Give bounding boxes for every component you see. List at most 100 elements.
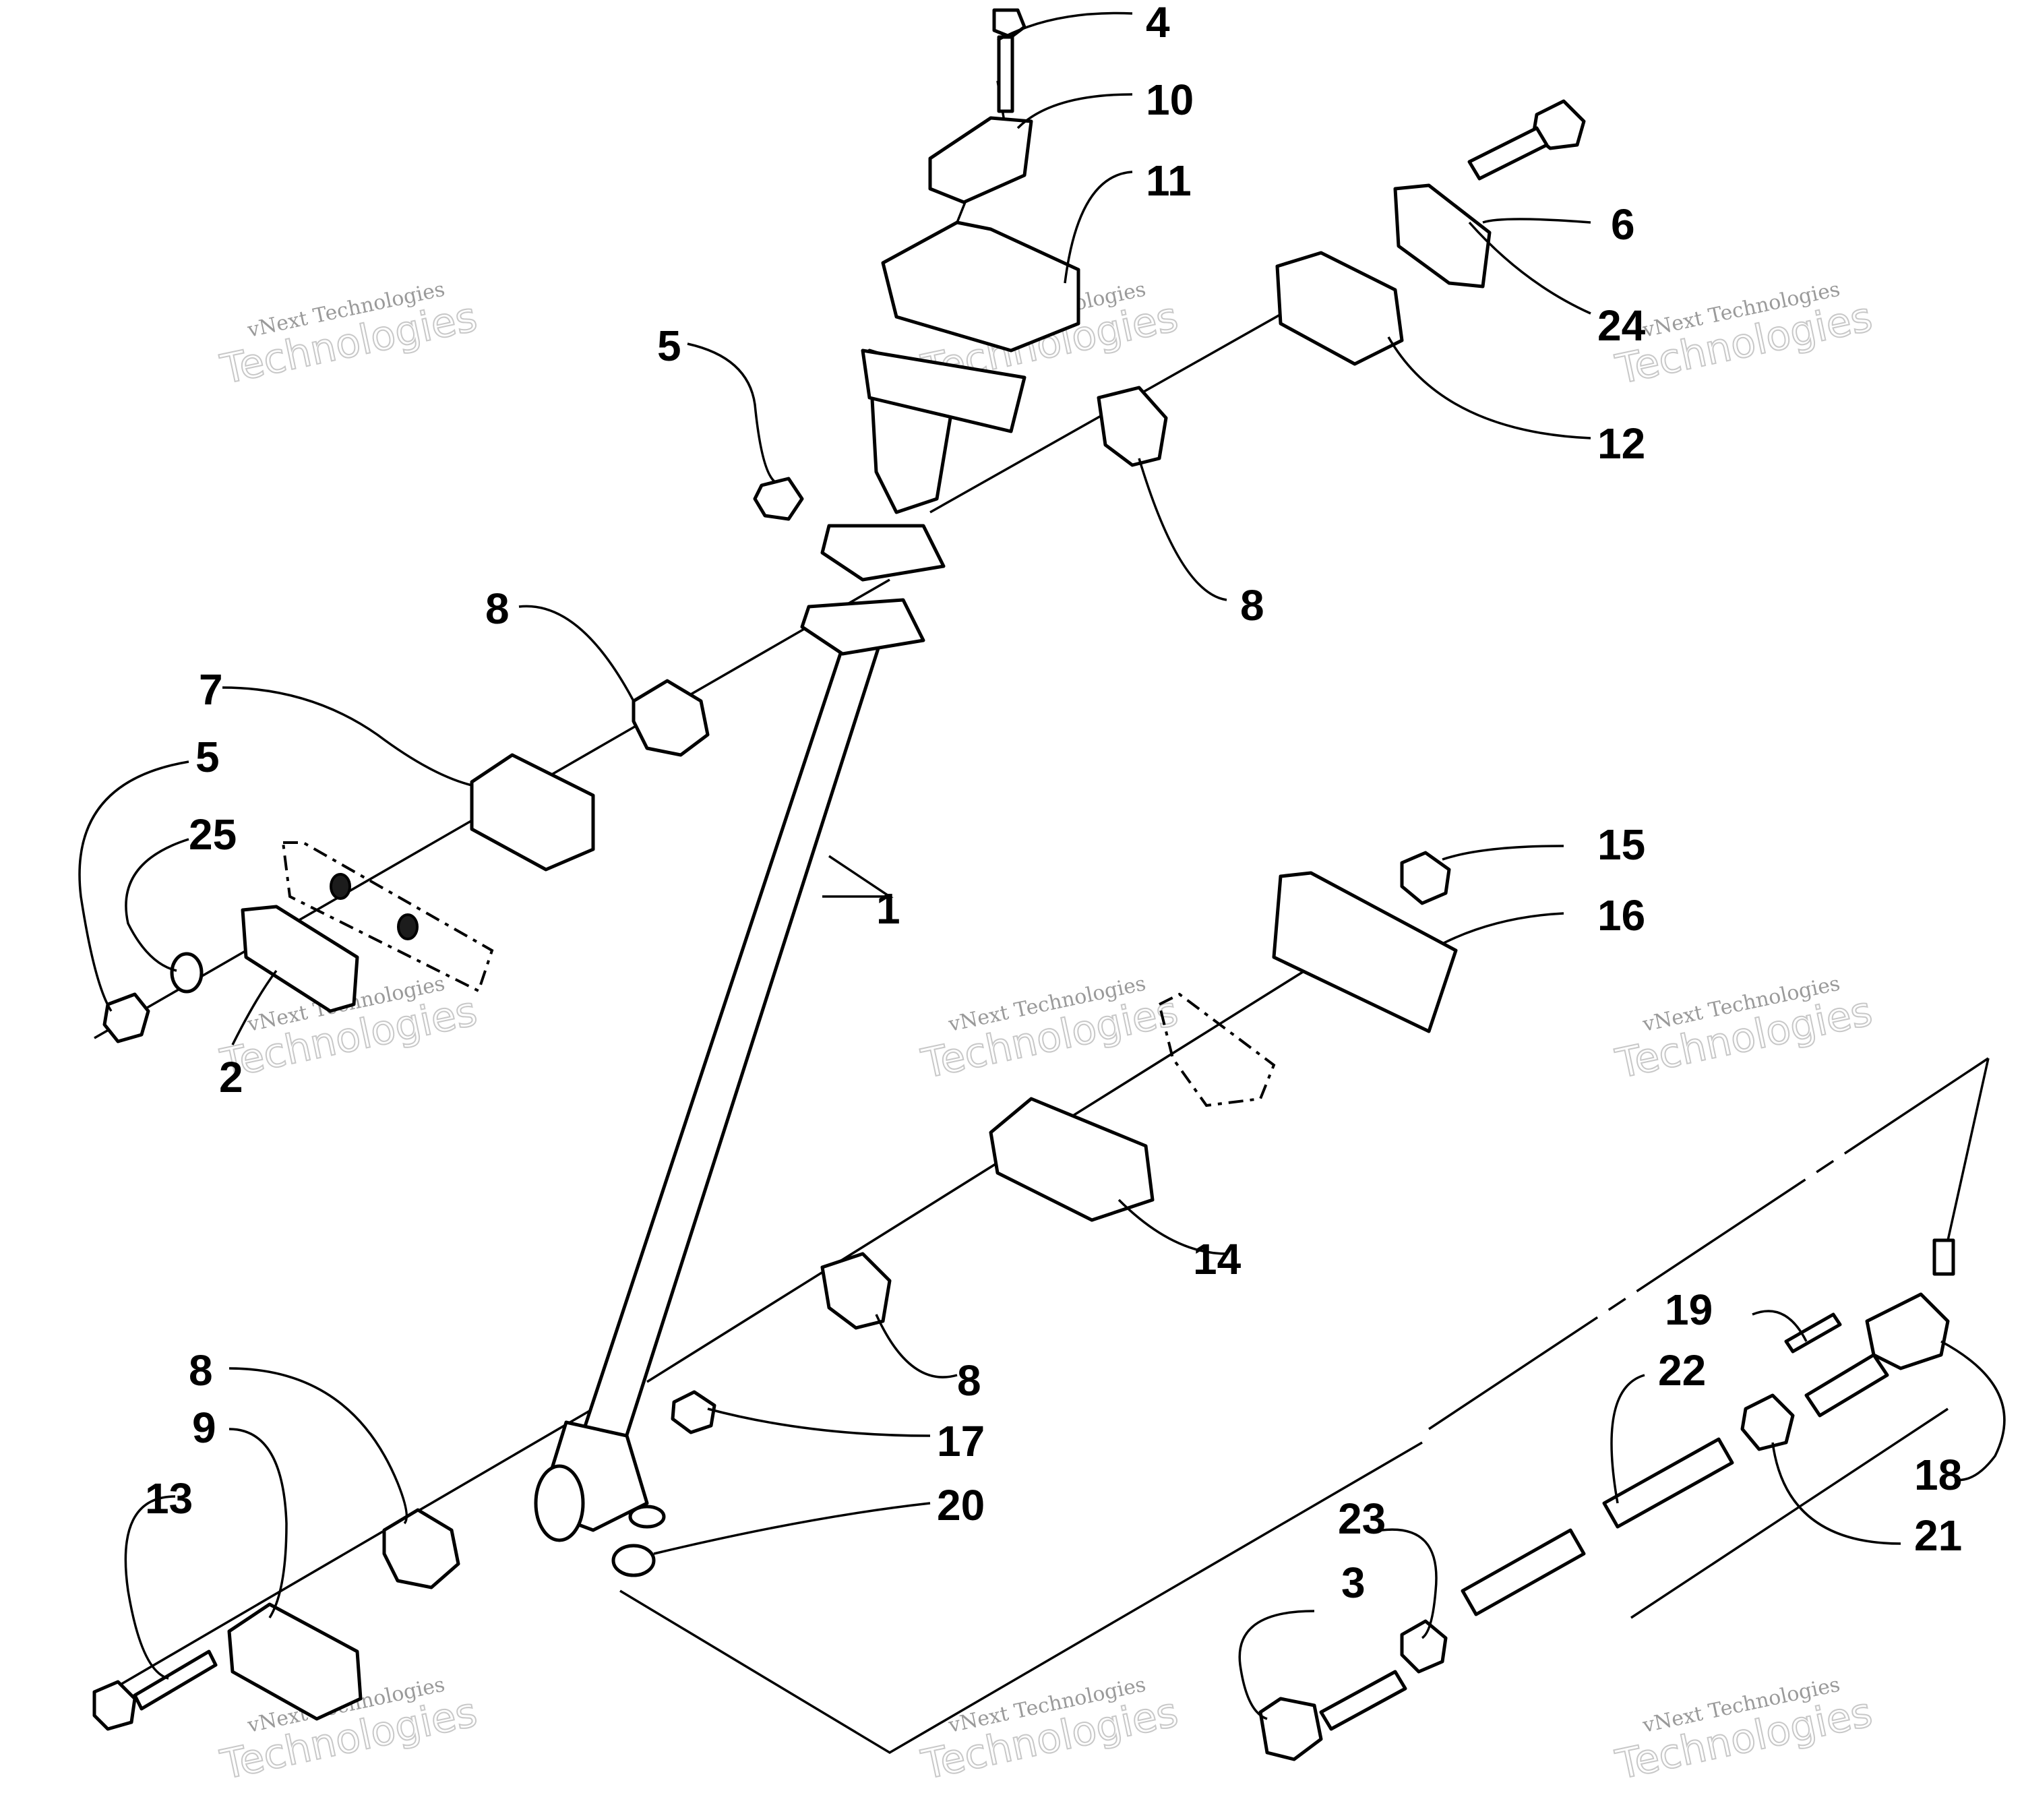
part-5-nut-left — [102, 992, 150, 1043]
bushing-8-upper-right-shape — [1097, 386, 1168, 467]
leader-5-left — [78, 760, 189, 1012]
callout-7: 7 — [199, 665, 223, 714]
part-17-nut — [671, 1390, 716, 1434]
callout-2: 2 — [219, 1053, 243, 1101]
clamp-14-shape — [989, 1097, 1155, 1222]
steering-post-lower-pivot — [534, 1464, 585, 1542]
callout-5-upper: 5 — [657, 322, 681, 370]
callout-18: 18 — [1914, 1451, 1962, 1499]
leader-8-upper-left — [518, 605, 635, 702]
callout-10: 10 — [1146, 75, 1194, 124]
lower-left-axis — [107, 1407, 594, 1693]
nut-5-left-shape — [102, 992, 150, 1043]
tie-rod-parts-axis — [1630, 1407, 1949, 1619]
part-23-jam-nut — [1400, 1619, 1448, 1674]
callout-12: 12 — [1597, 419, 1645, 468]
tie-rod-frame-line — [619, 1441, 1423, 1755]
watermark-bottom-center: vNext Technologies Technologies — [917, 1673, 1183, 1790]
callout-22: 22 — [1658, 1346, 1706, 1395]
steering-post-flange-upper — [820, 524, 946, 582]
dashed-plate-upper-shape — [281, 841, 494, 993]
nut-17-shape — [671, 1390, 716, 1434]
dashed-plate-hole-1 — [330, 873, 351, 900]
callout-3: 3 — [1341, 1558, 1366, 1607]
leader-25 — [125, 838, 189, 972]
steering-post-tube — [578, 625, 885, 1458]
callout-8-middle: 8 — [957, 1356, 981, 1405]
watermark-middle-center: vNext Technologies Technologies — [917, 972, 1183, 1089]
leader-6 — [1482, 218, 1591, 224]
steering-post-top-plate — [861, 348, 1027, 433]
leader-17 — [707, 1407, 931, 1437]
callout-19: 19 — [1665, 1285, 1713, 1334]
bolt-shank-6 — [1467, 126, 1549, 181]
callout-1: 1 — [876, 884, 900, 933]
callout-23: 23 — [1338, 1494, 1386, 1543]
steering-post — [534, 348, 1027, 1542]
nut-15-shape — [1400, 851, 1451, 905]
tie-rod-axis — [1428, 1057, 1989, 1430]
part-22-tie-rod — [1461, 1437, 1734, 1616]
watermark-top-right: vNext Technologies Technologies — [1611, 278, 1877, 394]
part-dashed-plate-middle — [1157, 992, 1276, 1108]
callout-8-lower-left: 8 — [189, 1346, 213, 1395]
part-6-bolt — [1467, 99, 1586, 181]
part-10-clamp-cap — [928, 116, 1033, 204]
leader-24 — [1468, 221, 1591, 315]
leader-5-upper — [687, 342, 776, 483]
callout-8-upper-left: 8 — [485, 584, 510, 633]
part-18-tie-rod-end — [1804, 1238, 1955, 1418]
washer-20-shape — [611, 1544, 656, 1577]
leader-21 — [1771, 1442, 1901, 1545]
washer-25-shape — [170, 952, 204, 994]
part-13-bolt — [92, 1649, 218, 1731]
leader-22 — [1610, 1374, 1645, 1504]
part-11-clamp-block — [881, 220, 1080, 353]
leader-1 — [822, 855, 894, 898]
leader-7 — [222, 686, 472, 787]
dashed-plate-middle-shape — [1157, 992, 1276, 1108]
watermark-bottom-right: vNext Technologies Technologies — [1611, 1673, 1877, 1790]
bolt-shank-4 — [997, 35, 1014, 113]
part-25-washer — [170, 952, 204, 994]
part-15-nut — [1400, 851, 1451, 905]
leader-19 — [1752, 1310, 1808, 1342]
callout-4: 4 — [1146, 0, 1170, 47]
leader-15 — [1442, 845, 1564, 861]
leader-23 — [1381, 1528, 1438, 1639]
clamp-block-11-shape — [881, 220, 1080, 353]
tie-rod-axis-return — [1947, 1058, 1990, 1241]
callout-13: 13 — [145, 1474, 193, 1523]
bushing-8-middle-shape — [820, 1252, 892, 1330]
callout-6: 6 — [1611, 200, 1635, 249]
dashed-plate-hole-2 — [397, 913, 419, 940]
part-2-clamp-plate — [241, 905, 359, 1013]
callout-21: 21 — [1914, 1511, 1962, 1560]
jam-nut-23-shape — [1400, 1619, 1448, 1674]
nut-5-upper-shape — [753, 477, 804, 521]
leader-2 — [231, 969, 278, 1045]
callout-25: 25 — [189, 810, 237, 859]
part-8-bushing-upper-left — [632, 679, 710, 757]
steering-post-flange-lower — [800, 598, 925, 656]
part-21-jam-nut — [1740, 1393, 1795, 1451]
leader-18 — [1940, 1340, 2006, 1482]
part-20-washer — [611, 1544, 656, 1577]
callout-11: 11 — [1146, 156, 1192, 205]
clamp-plate-2-shape — [241, 905, 359, 1013]
callout-9: 9 — [192, 1403, 216, 1452]
part-7-clamp — [470, 753, 595, 872]
watermark-middle-right: vNext Technologies Technologies — [1611, 972, 1877, 1089]
leader-8-middle — [875, 1314, 958, 1378]
bolt-shank-13 — [133, 1649, 218, 1711]
steering-post-arm-hole — [628, 1505, 666, 1529]
tie-rod-22-upper — [1602, 1437, 1734, 1529]
bushing-8-upper-left-shape — [632, 679, 710, 757]
part-16-plate — [1272, 871, 1458, 1033]
callout-17: 17 — [937, 1417, 985, 1465]
tie-rod-end-shank — [1804, 1353, 1889, 1418]
leader-10 — [1016, 93, 1133, 129]
bolt-head-4 — [992, 8, 1027, 39]
leader-12 — [1387, 336, 1591, 439]
